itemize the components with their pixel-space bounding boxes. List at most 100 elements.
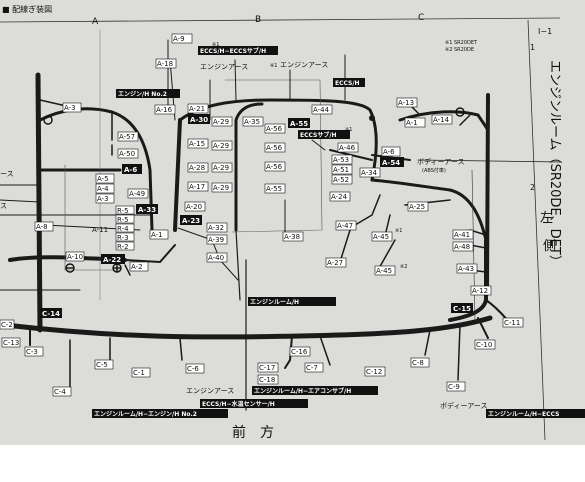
connector-a23: A-23 [182,217,200,225]
column-b-label: B [255,15,261,25]
connector-c17: C-17 [259,364,275,372]
side-index: I−1 [538,27,552,36]
side-title: エンジンルーム（SR20DE、DET） [547,60,562,268]
connector-c16: C-16 [291,348,308,356]
connector-a28: A-28 [189,164,205,172]
column-c-label: C [418,13,424,23]
mark-1-eccs-sub: ※1 [345,127,352,133]
connector-a18: A-18 [157,60,173,68]
connector-c8: C-8 [412,359,424,367]
wiring-diagram: ■ 配線ぎ装図 A B C ※1 SR20DET ※2 SR20DE I−1 エ… [0,4,585,441]
connector-a47: A-47 [337,222,353,230]
connector-c5: C-5 [96,361,108,369]
connector-c6: C-6 [187,365,199,373]
connector-a40: A-40 [208,254,224,262]
label-engine-room-aircon: エンジンルーム/H−エアコンサブ/H [254,387,351,395]
harness-lines [0,29,561,411]
connector-r3: R-3 [117,234,129,242]
connector-a41: A-41 [454,231,470,239]
side-panel: I−1 エンジンルーム（SR20DE、DET） 1 2 左 側 [527,19,562,441]
connector-a6-right: A-6 [383,148,395,156]
connector-a29-3: A-29 [213,164,229,172]
connector-a30: A-30 [190,116,208,124]
ground-icon [43,115,53,125]
wiring-diagram-sheet: ■ 配線ぎ装図 A B C ※1 SR20DET ※2 SR20DE I−1 エ… [0,0,585,445]
connector-a20: A-20 [186,203,202,211]
label-body-earth-bottom: ボディーアース [440,401,487,410]
connector-a17: A-17 [189,183,205,191]
row-2-number: 2 [530,183,535,192]
connector-c18: C-18 [259,376,275,384]
connector-a12: A-12 [472,287,488,295]
connector-c2: C-2 [1,321,13,329]
connector-c15: C-15 [453,305,471,313]
label-eccs-sub: ECCSサブ/H [300,131,337,139]
connector-c7: C-7 [306,364,318,372]
connector-c12: C-12 [366,368,382,376]
label-left-earth-b: ス [0,202,7,210]
connector-a16: A-16 [156,106,173,114]
connector-a15: A-15 [189,140,205,148]
connector-r5a: R-5 [117,207,129,215]
connector-a50: A-50 [119,150,135,158]
connector-labels: A-3 A-57 A-50 A-5 A-4 A-3 A-49 R-5 R-5 R… [0,33,524,397]
ground-icon [455,107,465,117]
connector-a54: A-54 [382,159,400,167]
front-direction-label: 前 方 [232,424,274,441]
connector-c11: C-11 [504,319,520,327]
connector-a56-1: A-56 [266,125,283,133]
connector-r2: R-2 [117,243,129,251]
column-a-label: A [92,17,99,27]
connector-a35: A-35 [244,118,260,126]
connector-a33: A-33 [138,206,156,214]
label-body-earth-note: (ABS付車) [422,167,446,174]
label-engine-room-h-mid: エンジンルーム/H [250,299,299,306]
clip-icon [369,115,375,121]
label-engine-h-no2: エンジン/H No.2 [118,91,167,98]
connector-a48: A-48 [454,243,470,251]
connector-a3: A-3 [64,104,76,112]
label-engine-room-engine-no2: エンジンルーム/H−エンジン/H No.2 [94,411,197,418]
connector-c10: C-10 [476,341,492,349]
label-engine-earth-1: エンジンアース [200,63,248,71]
label-eccs-sub-top: ECCS/H−ECCSサブ/H [200,47,266,55]
connector-a32: A-32 [208,224,224,232]
note-sr20det: ※1 SR20DET [445,40,478,46]
connector-a29-4: A-29 [213,184,229,192]
connector-a22: A-22 [103,256,121,264]
connector-a27: A-27 [327,259,343,267]
label-engine-room-eccs: エンジンルーム/H−ECCS [488,411,559,418]
connector-a51: A-51 [333,166,349,174]
connector-c9: C-9 [448,383,460,391]
connector-a39: A-39 [208,236,224,244]
connector-c3: C-3 [26,348,38,356]
connector-a11: A-11 [92,226,108,234]
connector-a55-lower: A-55 [266,185,282,193]
connector-a13: A-13 [398,99,414,107]
mark-1-top: ※1 [212,42,219,48]
connector-a1-right: A-1 [406,119,418,127]
connector-a8: A-8 [36,223,48,231]
connector-a52: A-52 [333,176,349,184]
label-engine-earth-bottom: エンジンアース [186,387,234,395]
harness-names: ECCS/H−ECCSサブ/H ※1 エンジンアース エンジンアース ※1 EC… [0,42,585,441]
connector-a45-2: A-45 [376,267,392,275]
connector-c4: C-4 [54,388,66,396]
connector-c13: C-13 [3,339,19,347]
connector-a2: A-2 [131,263,143,271]
label-eccs-h: ECCS/H [335,80,360,87]
row-1-number: 1 [530,43,535,52]
connector-a34: A-34 [361,169,378,177]
connector-a38: A-38 [284,233,300,241]
connector-a45-1: A-45 [373,233,389,241]
connector-a5: A-5 [97,175,109,183]
connector-a9: A-9 [173,35,185,43]
connector-r4: R-4 [117,225,129,233]
connector-a29-2: A-29 [213,142,229,150]
connector-a44: A-44 [313,106,330,114]
label-body-earth-top: ボディーアース [417,157,464,166]
connector-a6: A-6 [124,166,137,174]
connector-a14: A-14 [433,116,450,124]
mark-1-right: ※1 [395,228,402,234]
side-left-label: 左 [540,211,553,226]
